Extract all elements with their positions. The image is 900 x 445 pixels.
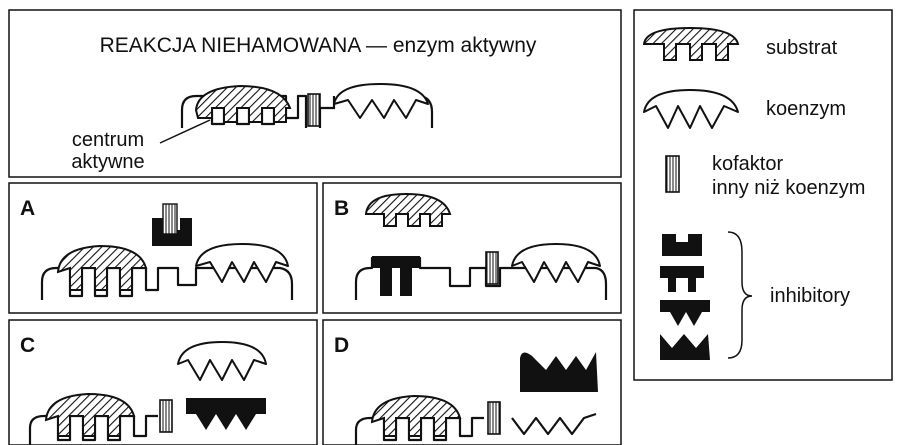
legend-frame xyxy=(633,9,893,381)
panel-a-frame xyxy=(8,182,318,314)
legend-inhibitors-brace xyxy=(727,231,753,359)
active-site-pointer xyxy=(159,119,211,144)
legend-cofactor-label-line1: kofaktor xyxy=(712,153,783,175)
legend-inhibitors-label: inhibitory xyxy=(770,285,850,307)
panel-c-label: C xyxy=(20,334,35,357)
main-enzyme-illustration xyxy=(180,83,434,128)
active-site-label-line2: aktywne xyxy=(71,151,144,173)
legend-cofactor-icon xyxy=(665,155,680,193)
main-coenzyme-shape xyxy=(333,83,429,119)
legend-cofactor-label-line2: inny niż koenzym xyxy=(712,177,865,199)
main-cofactor-shape xyxy=(307,93,321,127)
panel-c-illustration xyxy=(28,341,267,445)
panel-b-illustration xyxy=(354,192,608,300)
legend-coenzyme-icon xyxy=(643,89,739,129)
main-title: REAKCJA NIEHAMOWANA — enzym aktywny xyxy=(100,34,537,57)
panel-a-illustration xyxy=(40,203,294,300)
legend-coenzyme-label: koenzym xyxy=(766,98,846,120)
main-substrate-shape xyxy=(194,84,292,123)
panel-b-label: B xyxy=(334,197,349,220)
panel-d-illustration xyxy=(354,352,598,445)
main-panel-frame xyxy=(8,9,622,178)
legend-substrate-label: substrat xyxy=(766,37,838,59)
panel-a-label: A xyxy=(20,197,35,220)
panel-d-frame xyxy=(322,319,622,445)
panel-b-frame xyxy=(322,182,622,314)
legend-inhibitor-icons xyxy=(660,234,710,360)
panel-d-label: D xyxy=(334,334,349,357)
active-site-label-line1: centrum xyxy=(72,129,144,151)
panel-c-frame xyxy=(8,319,318,445)
legend-substrate-icon xyxy=(642,26,740,61)
